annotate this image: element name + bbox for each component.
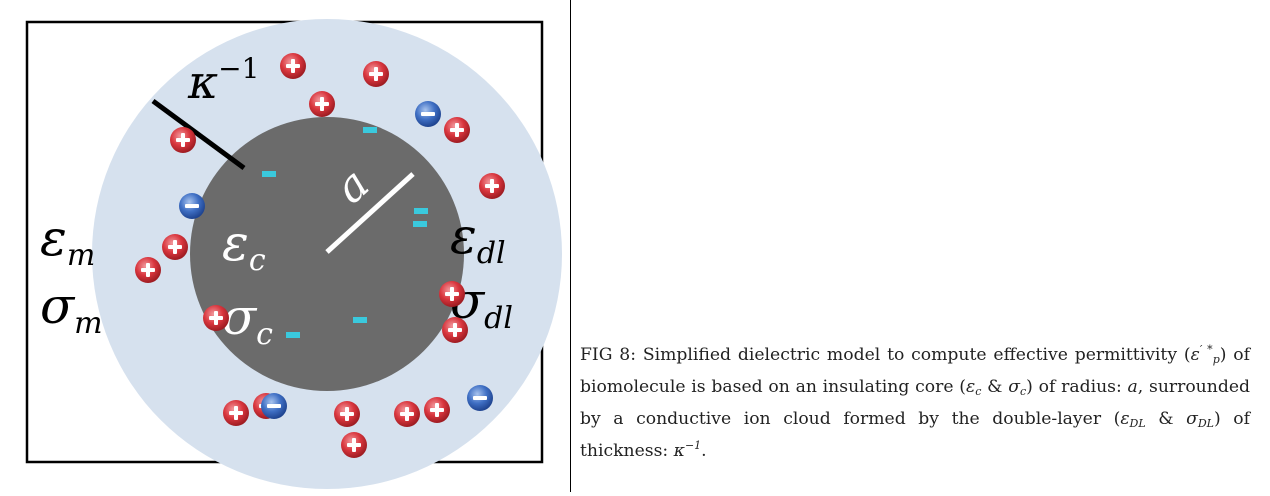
positive-ion xyxy=(442,317,468,343)
positive-ion xyxy=(309,91,335,117)
surface-negative-charge xyxy=(413,221,427,227)
surface-charges-group xyxy=(262,127,428,338)
negative-ion xyxy=(467,385,493,411)
positive-ion xyxy=(394,401,420,427)
surface-negative-charge xyxy=(363,127,377,133)
positive-ion xyxy=(170,127,196,153)
positive-ion xyxy=(223,400,249,426)
caption-cell: FIG 8: Simplified dielectric model to co… xyxy=(571,0,1268,492)
positive-ion xyxy=(334,401,360,427)
debye-length-line xyxy=(151,98,246,171)
figure-cell: κ−1 a εm σm εc σc εdl σdl xyxy=(0,0,571,492)
positive-ion xyxy=(341,432,367,458)
positive-ion xyxy=(203,305,229,331)
positive-ion xyxy=(439,281,465,307)
positive-ion xyxy=(363,61,389,87)
positive-ion xyxy=(479,173,505,199)
positive-ion xyxy=(424,397,450,423)
surface-negative-charge xyxy=(262,171,276,177)
positive-ion xyxy=(162,234,188,260)
surface-negative-charge xyxy=(286,332,300,338)
medium-permittivity-label: εm xyxy=(40,209,95,273)
radius-line xyxy=(325,172,415,254)
positive-ion xyxy=(280,53,306,79)
surface-negative-charge xyxy=(414,208,428,214)
negative-ion xyxy=(415,101,441,127)
figure-caption: FIG 8: Simplified dielectric model to co… xyxy=(580,343,1251,462)
positive-ion xyxy=(444,117,470,143)
double-layer-diagram: κ−1 a εm σm εc σc εdl σdl xyxy=(25,19,562,489)
negative-ion xyxy=(179,193,205,219)
ions-group xyxy=(135,53,505,458)
negative-ion xyxy=(261,393,287,419)
insulating-core xyxy=(190,117,464,391)
surface-negative-charge xyxy=(353,317,367,323)
positive-ion xyxy=(135,257,161,283)
